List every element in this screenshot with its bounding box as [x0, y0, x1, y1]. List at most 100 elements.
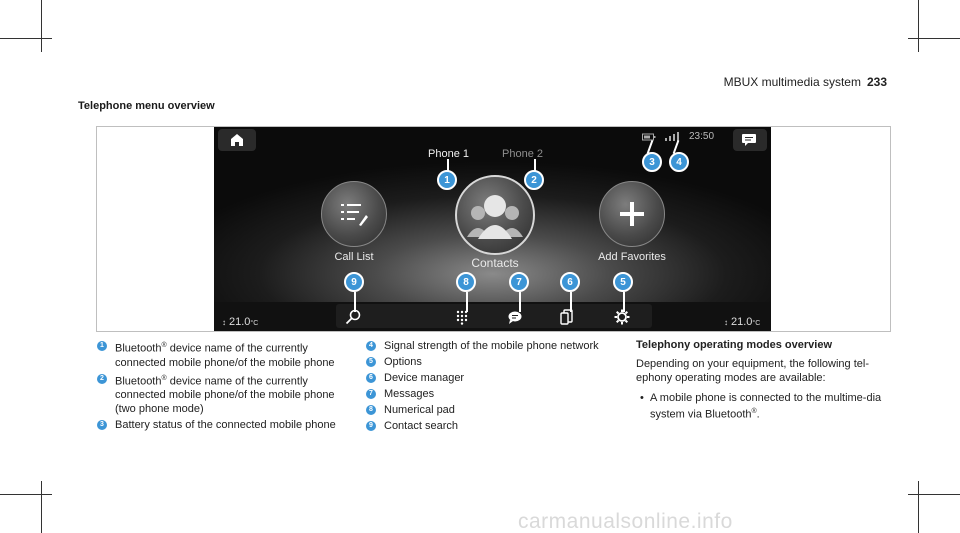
legend-text: Numerical pad	[384, 404, 455, 416]
running-header: MBUX multimedia system 233	[724, 75, 887, 89]
temperature-left[interactable]: ↕21.0°C	[222, 316, 259, 328]
plus-icon	[620, 202, 644, 226]
legend-number: 7	[366, 389, 376, 399]
modes-intro: Depending on your equipment, the followi…	[636, 358, 869, 384]
callout-2: 2	[524, 170, 544, 190]
legend-text: Device manager	[384, 372, 465, 384]
callout-3: 3	[642, 152, 662, 172]
bullet-dot: •	[640, 392, 644, 404]
legend-text: Options	[384, 356, 422, 368]
legend-number: 3	[97, 420, 107, 431]
callout-1: 1	[437, 170, 457, 190]
status-indicators	[642, 131, 687, 142]
temp-unit: °C	[250, 320, 259, 327]
temp-left-value: 21.0	[229, 316, 251, 328]
callout-leader	[466, 292, 468, 312]
callout-leader	[534, 159, 536, 177]
legend-item: 9 Contact search	[366, 419, 626, 433]
legend-item: 4 Signal strength of the mobile phone net…	[366, 339, 626, 353]
call-list-label: Call List	[334, 251, 374, 263]
contacts-icon	[467, 195, 523, 239]
function-dock	[336, 304, 652, 328]
bottom-bar: ↕21.0°C ↕21.0°C	[214, 302, 771, 331]
message-icon	[742, 134, 756, 146]
crop-mark	[908, 38, 960, 39]
battery-icon	[642, 133, 656, 141]
registered-mark: ®	[161, 374, 167, 382]
temp-right-value: 21.0	[731, 316, 753, 328]
call-list-icon	[341, 204, 368, 226]
bullet-end: .	[756, 408, 760, 421]
registered-mark: ®	[751, 408, 757, 415]
callout-leader	[447, 159, 449, 177]
legend-text: device name of the currently connected m…	[115, 342, 335, 369]
legend-item: 1 Bluetooth® device name of the currently…	[97, 339, 337, 370]
chat-icon[interactable]	[507, 309, 523, 325]
crop-mark	[918, 481, 919, 533]
call-list-button[interactable]	[321, 181, 387, 247]
tab-phone-1[interactable]: Phone 1	[428, 148, 469, 160]
legend-number: 8	[366, 405, 376, 415]
crop-mark	[41, 0, 42, 52]
callout-8: 8	[456, 272, 476, 292]
legend-text: Bluetooth	[115, 375, 162, 388]
legend-item: 8 Numerical pad	[366, 403, 626, 417]
page-number: 233	[866, 75, 887, 89]
legend-item: 2 Bluetooth® device name of the currently…	[97, 372, 337, 417]
bullet-text: A mobile phone is connected to the multi…	[650, 392, 882, 421]
temp-unit: °C	[752, 320, 761, 327]
modes-bullet: • A mobile phone is connected to the mul…	[636, 391, 894, 422]
watermark: carmanualsonline.info	[518, 510, 733, 533]
section-title: Telephone menu overview	[78, 100, 215, 112]
contacts-button[interactable]	[455, 175, 535, 255]
legend-number: 6	[366, 373, 376, 383]
home-button[interactable]	[218, 129, 256, 151]
legend-number: 1	[97, 341, 107, 351]
modes-title: Telephony operating modes overview	[636, 339, 833, 351]
modes-section: Telephony operating modes overview Depen…	[636, 338, 894, 422]
legend-text: Signal strength of the mobile phone netw…	[384, 340, 599, 352]
mbux-screen: 23:50 Phone 1 Phone 2 Call List Contacts…	[214, 127, 771, 331]
registered-mark: ®	[161, 342, 167, 349]
legend-number: 9	[366, 421, 376, 431]
callout-9: 9	[344, 272, 364, 292]
legend-number: 5	[366, 357, 376, 367]
callout-7: 7	[509, 272, 529, 292]
crop-mark	[0, 494, 52, 495]
legend-item: 5 Options	[366, 355, 626, 369]
signal-strength-icon	[664, 132, 679, 142]
add-favorites-button[interactable]	[599, 181, 665, 247]
crop-mark	[41, 481, 42, 533]
legend-number: 2	[97, 373, 107, 384]
device-icon[interactable]	[559, 309, 575, 325]
legend-number: 4	[366, 341, 376, 351]
callout-4: 4	[669, 152, 689, 172]
notifications-button[interactable]	[733, 129, 767, 151]
legend-text: device name of the currently connected m…	[115, 375, 335, 416]
legend-right: 4 Signal strength of the mobile phone net…	[366, 339, 626, 435]
legend-text: Bluetooth	[115, 342, 162, 355]
legend-item: 6 Device manager	[366, 371, 626, 385]
legend-item: 3 Battery status of the connected mobile …	[97, 418, 337, 432]
gear-icon[interactable]	[614, 309, 630, 325]
legend-text: Contact search	[384, 420, 458, 432]
callout-5: 5	[613, 272, 633, 292]
crop-mark	[908, 494, 960, 495]
callout-leader	[354, 292, 356, 312]
crop-mark	[918, 0, 919, 52]
crop-mark	[0, 38, 52, 39]
callout-6: 6	[560, 272, 580, 292]
contacts-label: Contacts	[471, 256, 519, 270]
temperature-right[interactable]: ↕21.0°C	[724, 316, 761, 328]
keypad-icon[interactable]	[454, 309, 470, 325]
search-icon[interactable]	[345, 309, 361, 325]
header-title: MBUX multimedia system	[723, 75, 861, 89]
callout-leader	[570, 292, 572, 312]
callout-leader	[519, 292, 521, 312]
clock: 23:50	[689, 131, 715, 142]
home-icon	[231, 134, 243, 146]
legend-text: Battery status of the connected mobile p…	[115, 419, 336, 432]
tab-phone-2[interactable]: Phone 2	[502, 148, 543, 160]
